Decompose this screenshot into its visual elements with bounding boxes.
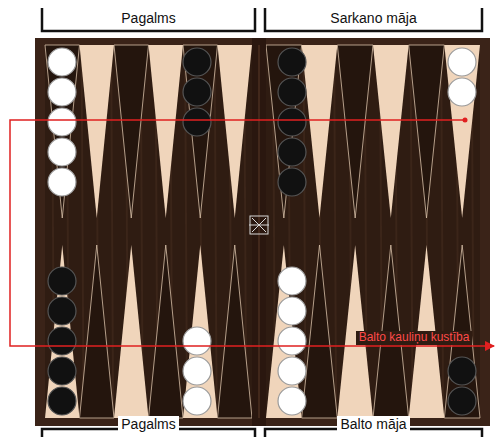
- point-triangle: [45, 45, 80, 218]
- checker: [183, 78, 211, 106]
- point-triangle: [302, 245, 338, 418]
- checker: [278, 387, 306, 415]
- point-triangle: [409, 45, 445, 218]
- bracket: [265, 8, 482, 31]
- checker: [183, 387, 211, 415]
- checker: [278, 138, 306, 166]
- point-triangle: [149, 245, 184, 418]
- checker: [278, 267, 306, 295]
- wood-grain: [304, 45, 306, 418]
- wood-grain: [111, 45, 113, 418]
- region-label: Pagalms: [118, 10, 178, 26]
- checker: [278, 48, 306, 76]
- point-triangle: [114, 45, 149, 218]
- region-label: Balto māja: [337, 416, 409, 432]
- checker: [48, 387, 76, 415]
- checker: [48, 78, 76, 106]
- checker: [278, 327, 306, 355]
- region-label: Pagalms: [118, 416, 178, 432]
- point-triangle: [302, 45, 338, 218]
- checker: [48, 357, 76, 385]
- checker: [448, 387, 476, 415]
- point-triangle: [337, 45, 373, 218]
- board-half: [266, 45, 480, 418]
- checker: [183, 327, 211, 355]
- board-frame: [35, 38, 490, 426]
- point-triangle: [183, 45, 218, 218]
- arrow-label: Balto kauliņu kustība: [356, 331, 473, 345]
- bar-emblem: [250, 216, 268, 234]
- checker: [48, 297, 76, 325]
- bar-emblem: [249, 218, 269, 232]
- checker: [278, 357, 306, 385]
- wood-grain: [334, 45, 336, 418]
- point-triangle: [183, 245, 218, 418]
- point-triangle: [444, 45, 480, 218]
- checker: [448, 48, 476, 76]
- region-label: Sarkano māja: [327, 10, 419, 26]
- checker: [278, 78, 306, 106]
- point-triangle: [45, 245, 80, 418]
- checker: [278, 168, 306, 196]
- checker: [183, 108, 211, 136]
- checker: [448, 357, 476, 385]
- wood-grain: [441, 45, 443, 418]
- wood-grain: [215, 45, 217, 418]
- point-triangle: [218, 245, 253, 418]
- checker: [183, 48, 211, 76]
- point-triangle: [218, 45, 253, 218]
- movement-arrow: [10, 120, 494, 346]
- checker: [48, 138, 76, 166]
- checker: [48, 267, 76, 295]
- point-triangle: [114, 245, 149, 418]
- point-triangle: [373, 45, 409, 218]
- board-half: [45, 45, 252, 418]
- checker: [278, 108, 306, 136]
- point-triangle: [149, 45, 184, 218]
- wood-grain: [411, 45, 413, 418]
- bracket: [42, 8, 255, 31]
- bar-line: [259, 45, 260, 418]
- checker: [48, 108, 76, 136]
- checker: [278, 297, 306, 325]
- checker: [448, 78, 476, 106]
- board-bar: [252, 38, 266, 426]
- checker: [48, 168, 76, 196]
- checker: [183, 357, 211, 385]
- point-triangle: [80, 245, 115, 418]
- point-triangle: [80, 45, 115, 218]
- wood-grain: [82, 45, 84, 418]
- checker: [48, 48, 76, 76]
- checker: [48, 327, 76, 355]
- arrow-start-dot: [463, 118, 468, 123]
